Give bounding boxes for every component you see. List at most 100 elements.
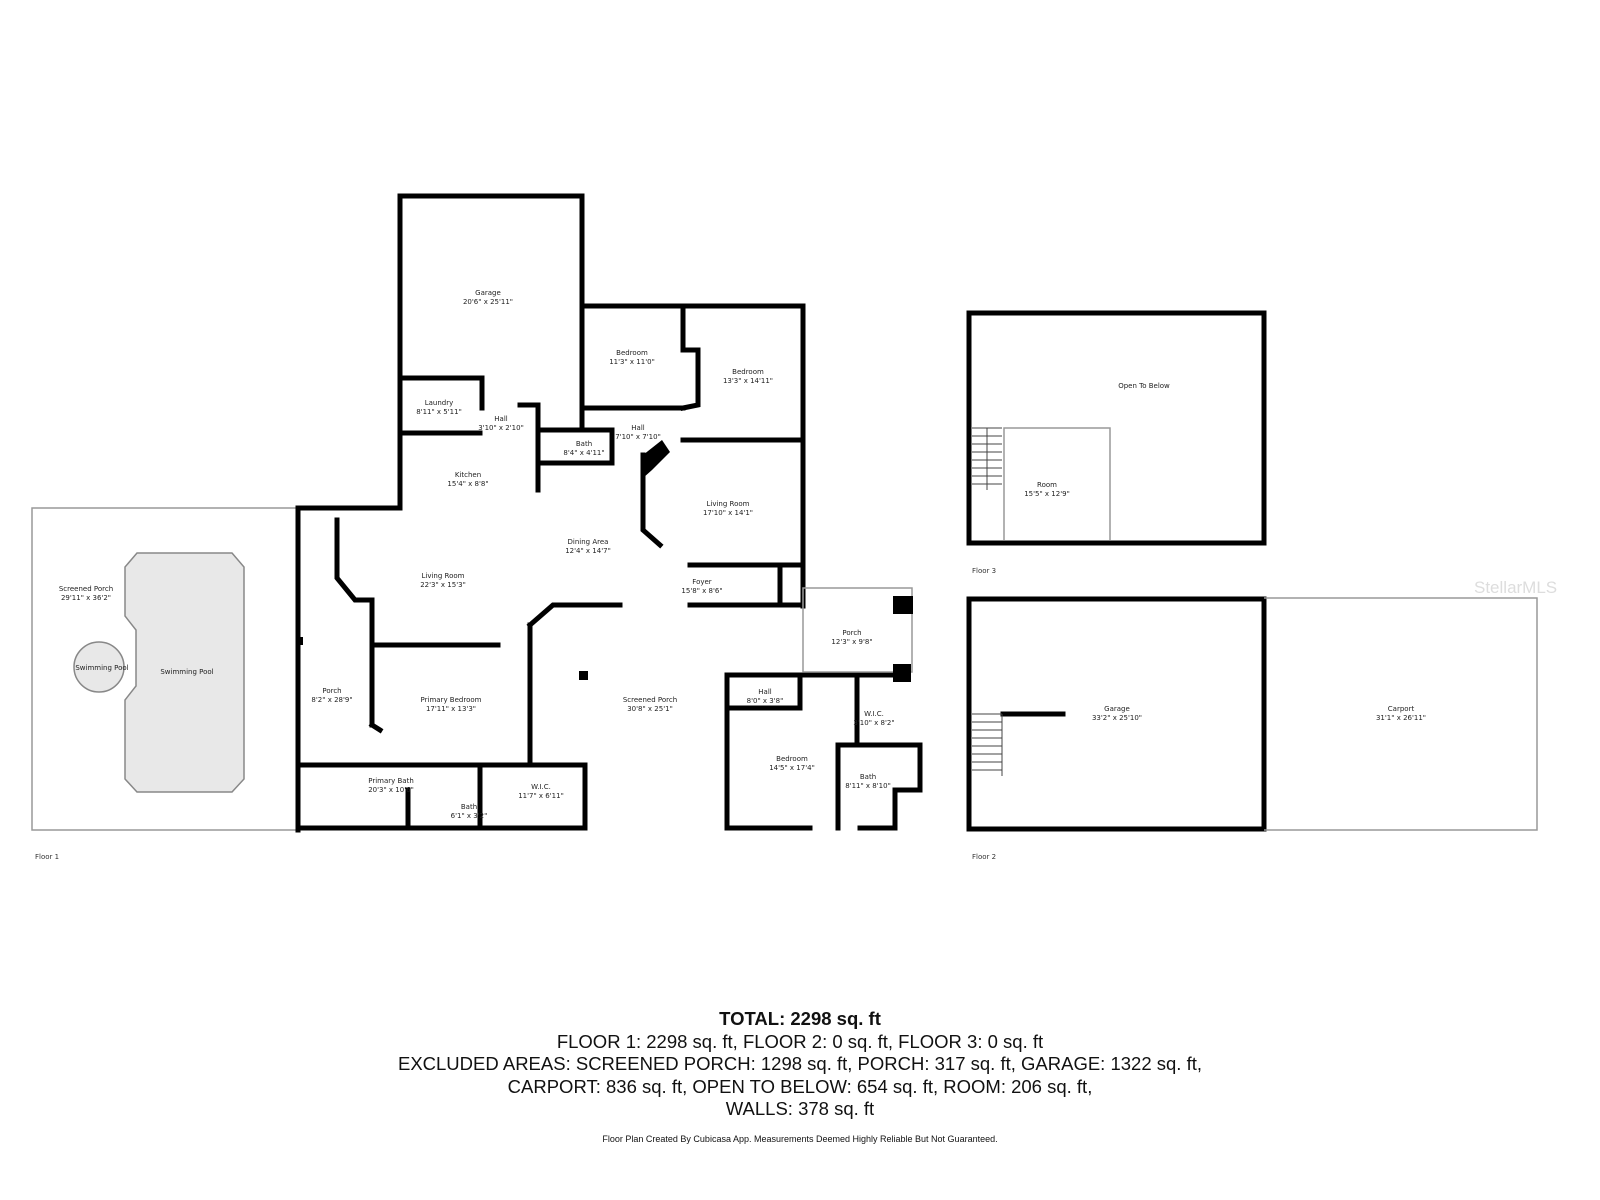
room-label: Hall (758, 688, 771, 696)
column (893, 596, 913, 614)
room-label: Swimming Pool (160, 668, 213, 676)
room-label: 3'10" x 8'2" (853, 719, 894, 727)
walls-floor-1 (295, 193, 923, 833)
room-label: 3'10" x 2'10" (478, 424, 524, 432)
room-label: 29'11" x 36'2" (61, 594, 111, 602)
stairs-icon (972, 713, 1003, 776)
room-label: Room (1037, 481, 1057, 489)
floor-label: Floor 1 (35, 853, 59, 861)
room-label: Bath (576, 440, 592, 448)
room-label: Living Room (707, 500, 750, 508)
floor-3-plan (966, 310, 1267, 546)
room-label: 33'2" x 25'10" (1092, 714, 1142, 722)
room-label: 8'2" x 28'9" (311, 696, 352, 704)
watermark: StellarMLS (1474, 578, 1558, 597)
walls-area: WALLS: 378 sq. ft (725, 1098, 875, 1119)
room-label: 31'1" x 26'11" (1376, 714, 1426, 722)
room-label: 8'11" x 8'10" (845, 782, 891, 790)
room-label: 8'0" x 3'8" (747, 697, 784, 705)
room-label: 17'10" x 14'1" (703, 509, 753, 517)
excluded-areas-1: EXCLUDED AREAS: SCREENED PORCH: 1298 sq.… (397, 1053, 1202, 1074)
room-label: 15'4" x 8'8" (447, 480, 488, 488)
room-label: Porch (842, 629, 861, 637)
excluded-areas-2: CARPORT: 836 sq. ft, OPEN TO BELOW: 654 … (507, 1075, 1093, 1097)
carport-outline (1264, 597, 1538, 831)
floor-2-plan (966, 596, 1538, 832)
room-label: 11'7" x 6'11" (518, 792, 564, 800)
spa-pool-shape (73, 641, 125, 693)
room-label: 11'3" x 11'0" (609, 358, 655, 366)
room-label: Foyer (692, 578, 712, 586)
stairs-icon (972, 427, 1002, 490)
disclaimer: Floor Plan Created By Cubicasa App. Meas… (602, 1133, 998, 1144)
porch-outline (802, 587, 913, 673)
room-label: 8'11" x 5'11" (416, 408, 462, 416)
room-label: 20'6" x 25'11" (463, 298, 513, 306)
room-label: Porch (322, 687, 341, 695)
room-label: Bath (461, 803, 477, 811)
room-label: 7'10" x 7'10" (615, 433, 661, 441)
floor-label: Floor 2 (972, 853, 996, 861)
room-label: Swimming Pool (75, 664, 128, 672)
room-label: 17'11" x 13'3" (426, 705, 476, 713)
room-label: Bedroom (616, 349, 648, 357)
room-label: Open To Below (1118, 382, 1170, 390)
room-label: 15'8" x 8'6" (681, 587, 722, 595)
fireplace (643, 440, 670, 478)
room-label: Screened Porch (59, 585, 113, 593)
room-label: 20'3" x 10'6" (368, 786, 414, 794)
room-label: Laundry (425, 399, 454, 407)
total-area: TOTAL: 2298 sq. ft (719, 1008, 881, 1029)
room-label: W.I.C.3'10" x 8'2" (853, 710, 894, 727)
column (893, 664, 911, 682)
room-label: 22'3" x 15'3" (420, 581, 466, 589)
room-label: 12'3" x 9'8" (831, 638, 872, 646)
column (579, 671, 588, 680)
room-label: Primary Bedroom (421, 696, 482, 704)
area-summary: TOTAL: 2298 sq. ft FLOOR 1: 2298 sq. ft,… (0, 1008, 1600, 1145)
floor-label: Floor 3 (972, 567, 996, 575)
room-label: Primary Bath (368, 777, 414, 785)
room-label: Dining Area (568, 538, 609, 546)
room-label: 14'5" x 17'4" (769, 764, 815, 772)
room-label: Bedroom (732, 368, 764, 376)
room-label: Carport (1388, 705, 1415, 713)
room-label: 30'8" x 25'1" (627, 705, 673, 713)
room-outline (1003, 427, 1111, 540)
swimming-pool-shape (124, 552, 245, 793)
room-label: Hall (494, 415, 507, 423)
column (296, 637, 303, 645)
floor-1-plan (31, 193, 923, 833)
room-label: 8'4" x 4'11" (563, 449, 604, 457)
room-label: 13'3" x 14'11" (723, 377, 773, 385)
room-label: 12'4" x 14'7" (565, 547, 611, 555)
room-label: Bath (860, 773, 876, 781)
room-label: W.I.C. (531, 783, 551, 791)
room-label: Bedroom (776, 755, 808, 763)
room-label: 6'1" x 3'2" (451, 812, 488, 820)
